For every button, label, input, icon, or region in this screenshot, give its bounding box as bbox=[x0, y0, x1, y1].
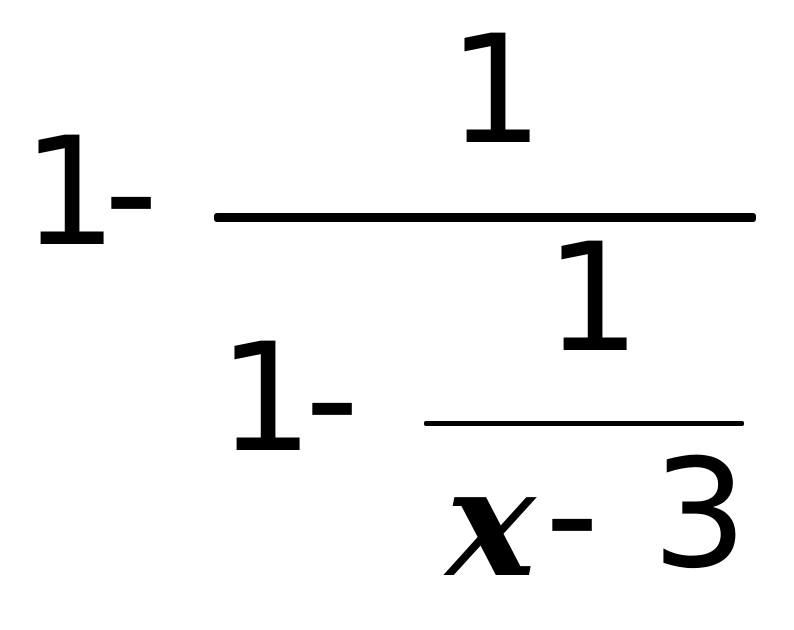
inner-fraction-bar bbox=[424, 421, 744, 426]
denominator-minus-sign: - bbox=[545, 428, 600, 602]
outer-numerator-one: 1 bbox=[448, 4, 544, 178]
denominator-constant-three: 3 bbox=[652, 428, 748, 602]
inner-lead-one: 1 bbox=[218, 312, 314, 486]
outer-lead-one: 1 bbox=[22, 106, 118, 280]
outer-minus-sign: - bbox=[104, 106, 159, 280]
inner-minus-sign: - bbox=[305, 312, 360, 486]
denominator-variable-x: x bbox=[446, 435, 536, 611]
outer-fraction-bar bbox=[214, 213, 756, 222]
inner-numerator-one: 1 bbox=[545, 212, 641, 386]
